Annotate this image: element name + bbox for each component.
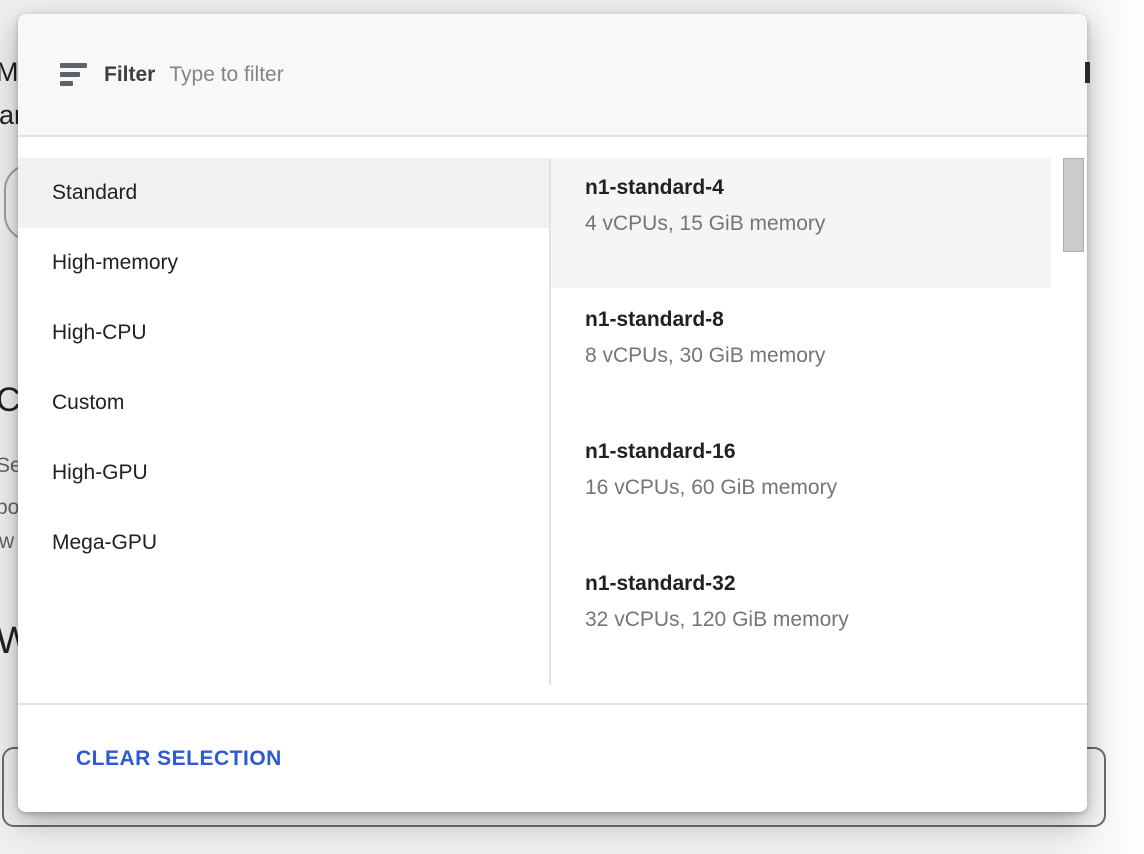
category-label: High-CPU <box>52 321 147 344</box>
machine-type-name: n1-standard-8 <box>585 308 724 331</box>
category-item[interactable]: High-CPU <box>18 298 549 368</box>
category-item[interactable]: Standard <box>18 158 549 228</box>
machine-type-lists: Standard High-memory High-CPU Custom Hig… <box>18 137 1087 703</box>
background-text-fragment: Se <box>0 454 22 477</box>
machine-type-item[interactable]: n1-standard-32 32 vCPUs, 120 GiB memory <box>551 554 1051 686</box>
category-label: High-GPU <box>52 461 148 484</box>
category-item[interactable]: High-GPU <box>18 438 549 508</box>
scrollbar-thumb[interactable] <box>1063 158 1084 252</box>
machine-type-description: 32 vCPUs, 120 GiB memory <box>585 608 849 631</box>
category-list: Standard High-memory High-CPU Custom Hig… <box>18 137 549 703</box>
machine-type-description: 16 vCPUs, 60 GiB memory <box>585 476 838 499</box>
background-text-fragment: C <box>0 381 21 419</box>
category-label: High-memory <box>52 251 179 274</box>
popup-footer: CLEAR SELECTION <box>18 703 1087 812</box>
machine-type-dropdown: Filter Type to filter Standard High-memo… <box>18 14 1087 812</box>
category-item[interactable]: High-memory <box>18 228 549 298</box>
machine-type-name: n1-standard-32 <box>585 572 736 595</box>
machine-type-item[interactable]: n1-standard-16 16 vCPUs, 60 GiB memory <box>551 422 1051 554</box>
machine-type-name: n1-standard-16 <box>585 440 736 463</box>
category-item[interactable]: Mega-GPU <box>18 508 549 578</box>
machine-type-item[interactable]: n1-standard-8 8 vCPUs, 30 GiB memory <box>551 290 1051 422</box>
background-text-fragment: w <box>0 530 15 553</box>
category-label: Mega-GPU <box>52 531 158 554</box>
filter-label: Filter <box>104 62 156 86</box>
machine-type-name: n1-standard-4 <box>585 176 724 199</box>
machine-type-description: 4 vCPUs, 15 GiB memory <box>585 212 826 235</box>
filter-placeholder: Type to filter <box>169 62 284 86</box>
category-item[interactable]: Custom <box>18 368 549 438</box>
machine-type-item[interactable]: n1-standard-4 4 vCPUs, 15 GiB memory <box>551 158 1051 288</box>
background-text-fragment: M <box>0 57 19 87</box>
background-dark-sliver <box>1085 62 1090 83</box>
background-text-fragment: po <box>0 496 20 519</box>
column-divider <box>549 158 551 685</box>
machine-type-list: n1-standard-4 4 vCPUs, 15 GiB memory n1-… <box>549 137 1087 703</box>
category-label: Custom <box>52 391 125 414</box>
clear-selection-button[interactable]: CLEAR SELECTION <box>76 746 282 770</box>
filter-input[interactable]: Filter Type to filter <box>18 14 1087 137</box>
category-label: Standard <box>52 181 138 204</box>
machine-type-description: 8 vCPUs, 30 GiB memory <box>585 344 826 367</box>
filter-icon <box>60 63 87 86</box>
background-text-fragment: ar <box>0 100 24 130</box>
